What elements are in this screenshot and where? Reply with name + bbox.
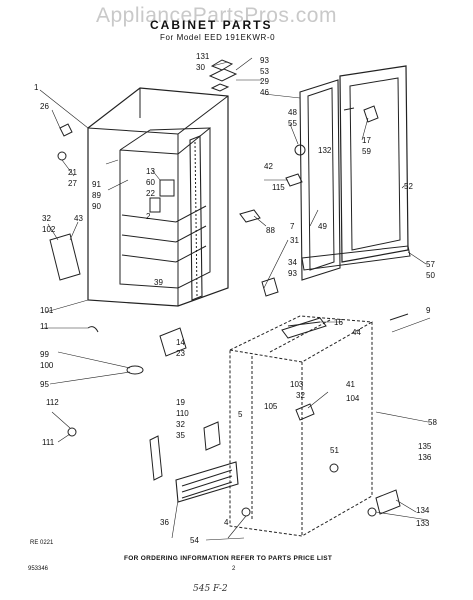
small-hardware-right	[149, 105, 401, 517]
callout-110: 110	[176, 409, 189, 418]
callout-50: 50	[426, 271, 435, 280]
callout-58: 58	[428, 418, 437, 427]
grille	[175, 461, 239, 503]
left-reference-code: RE 0221	[30, 540, 54, 546]
cabinet-shell	[87, 87, 229, 307]
callout-39: 39	[154, 278, 163, 287]
evaporator-cover	[281, 317, 327, 339]
callout-34: 34	[288, 258, 297, 267]
callout-112: 112	[46, 398, 59, 407]
callout-95: 95	[40, 380, 49, 389]
callout-135: 135	[418, 442, 432, 451]
callout-51: 51	[330, 446, 339, 455]
callout-111: 111	[42, 438, 55, 447]
callout-29: 29	[260, 77, 269, 86]
callout-100: 100	[40, 361, 54, 370]
callout-49: 49	[318, 222, 327, 231]
callout-115: 115	[272, 183, 285, 192]
bottom-gasket	[301, 245, 411, 271]
callout-134: 134	[416, 506, 430, 515]
leader-lines	[39, 57, 431, 541]
callout-88: 88	[266, 226, 275, 235]
callout-99: 99	[40, 350, 49, 359]
mullion-strip	[189, 135, 203, 301]
callout-59: 59	[362, 147, 371, 156]
callout-44: 44	[352, 328, 361, 337]
callout-16: 16	[334, 318, 343, 327]
callout-35: 35	[176, 431, 185, 440]
callout-11: 11	[40, 322, 49, 331]
callout-7: 7	[290, 222, 295, 231]
ordering-footer: FOR ORDERING INFORMATION REFER TO PARTS …	[124, 555, 333, 562]
callout-52: 52	[404, 182, 413, 191]
callout-91: 91	[92, 180, 101, 189]
model-line: For Model EED 191EKWR-0	[160, 33, 276, 42]
lower-compartment	[229, 315, 373, 537]
callout-55: 55	[288, 119, 297, 128]
callout-102: 102	[42, 225, 56, 234]
callout-104: 104	[346, 394, 360, 403]
callout-93-top: 93	[260, 56, 269, 65]
bottom-left-code: 953346	[28, 566, 49, 572]
callout-93-mid: 93	[288, 269, 297, 278]
watermark: AppliancePartsPros.com	[96, 4, 337, 27]
callout-90: 90	[92, 202, 101, 211]
callout-60: 60	[146, 178, 155, 187]
callout-32-mid: 32	[296, 391, 305, 400]
handwritten-note: 545 F-2	[193, 584, 228, 594]
callout-13: 13	[146, 167, 155, 176]
callout-1: 1	[34, 83, 39, 92]
callout-133: 133	[416, 519, 430, 528]
callout-53: 53	[260, 67, 269, 76]
callout-42: 42	[264, 162, 273, 171]
diagram-title: CABINET PARTS	[150, 18, 273, 32]
callout-14: 14	[176, 338, 185, 347]
door-panel-front	[339, 65, 409, 263]
page-number: 2	[232, 566, 236, 572]
callout-54: 54	[190, 536, 199, 545]
callout-32-lower: 32	[176, 420, 185, 429]
callout-105: 105	[264, 402, 278, 411]
door-panel-rear	[299, 79, 341, 281]
callout-36: 36	[160, 518, 169, 527]
callout-48: 48	[288, 108, 297, 117]
callout-136: 136	[418, 453, 432, 462]
callout-57: 57	[426, 260, 435, 269]
callout-5: 5	[238, 410, 243, 419]
top-hinge-parts	[208, 59, 238, 92]
callout-103: 103	[290, 380, 304, 389]
callout-89: 89	[92, 191, 101, 200]
callout-30: 30	[196, 63, 205, 72]
callout-19: 19	[176, 398, 185, 407]
callout-132: 132	[318, 146, 332, 155]
callout-22: 22	[146, 189, 155, 198]
callout-4: 4	[224, 518, 229, 527]
callout-41: 41	[346, 380, 355, 389]
callout-17: 17	[362, 136, 371, 145]
callout-43: 43	[74, 214, 83, 223]
callout-46: 46	[260, 88, 269, 97]
callout-32-left: 32	[42, 214, 51, 223]
screw-9	[389, 313, 409, 321]
callout-23: 23	[176, 349, 185, 358]
callout-9: 9	[426, 306, 431, 315]
callout-26: 26	[40, 102, 49, 111]
callout-131: 131	[196, 52, 210, 61]
callout-101: 101	[40, 306, 54, 315]
callout-31: 31	[290, 236, 299, 245]
callout-21: 21	[68, 168, 77, 177]
callout-2: 2	[146, 212, 151, 221]
callout-27: 27	[68, 179, 77, 188]
